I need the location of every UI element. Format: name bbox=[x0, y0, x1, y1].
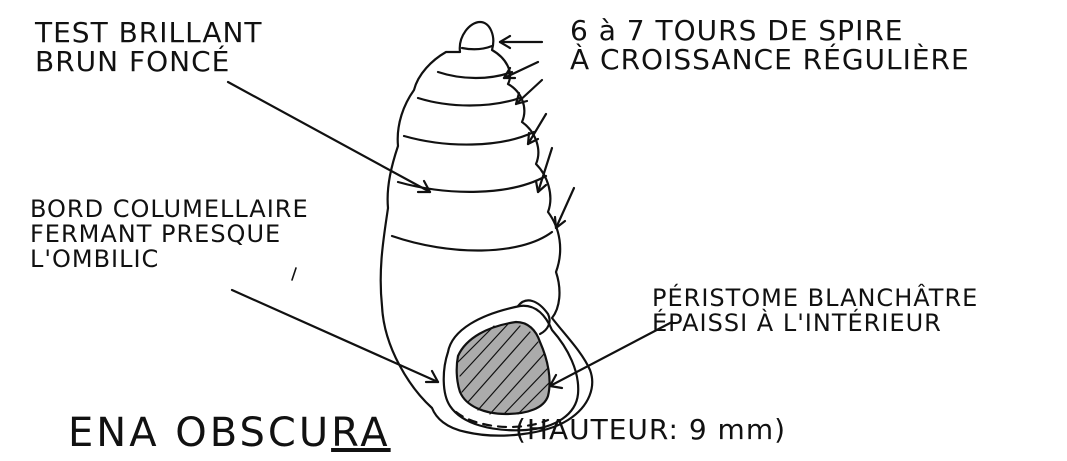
label-tours-de-spire: 6 à 7 TOURS DE SPIRE À CROISSANCE RÉGULI… bbox=[570, 16, 970, 75]
suture-line-3 bbox=[418, 98, 520, 106]
label-tours-line2: À CROISSANCE RÉGULIÈRE bbox=[570, 43, 970, 76]
suture-line-5 bbox=[398, 176, 546, 192]
label-bord-columellaire: BORD COLUMELLAIRE FERMANT PRESQUE L'OMBI… bbox=[30, 197, 309, 273]
suture-line-4 bbox=[404, 132, 534, 145]
suture-line-6 bbox=[392, 232, 552, 251]
label-bord-line2: FERMANT PRESQUE bbox=[30, 220, 281, 248]
height-annotation: (HAUTEUR: 9 mm) bbox=[515, 415, 786, 444]
label-test-brillant: TEST BRILLANT BRUN FONCÉ bbox=[35, 18, 263, 77]
spire-arrows bbox=[500, 36, 574, 228]
suture-line-1 bbox=[462, 46, 492, 49]
label-peristome: PÉRISTOME BLANCHÂTRE ÉPAISSI À L'INTÉRIE… bbox=[652, 286, 978, 336]
label-test-line2: BRUN FONCÉ bbox=[35, 45, 230, 78]
species-title-main: ENA OBSCU bbox=[68, 410, 331, 456]
label-bord-line3: L'OMBILIC bbox=[30, 245, 159, 273]
suture-line-2 bbox=[438, 72, 512, 78]
species-title: ENA OBSCURA bbox=[68, 412, 391, 454]
arrow-bord bbox=[232, 290, 438, 382]
arrow-test bbox=[228, 82, 430, 192]
label-bord-line1: BORD COLUMELLAIRE bbox=[30, 195, 309, 223]
label-peri-line2: ÉPAISSI À L'INTÉRIEUR bbox=[652, 309, 942, 337]
label-peri-line1: PÉRISTOME BLANCHÂTRE bbox=[652, 284, 978, 312]
species-title-underlined: RA bbox=[331, 410, 391, 456]
